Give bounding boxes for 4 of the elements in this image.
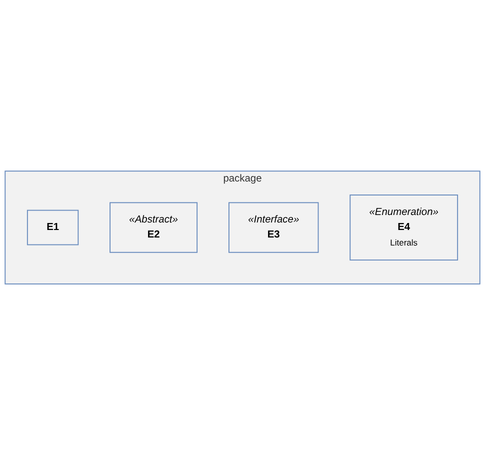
node-box: «Interface» E3 xyxy=(228,202,319,254)
node-box: «Enumeration» E4 Literals xyxy=(350,195,458,261)
node-box: «Abstract» E2 xyxy=(110,202,198,254)
node-box: E1 xyxy=(26,210,79,246)
